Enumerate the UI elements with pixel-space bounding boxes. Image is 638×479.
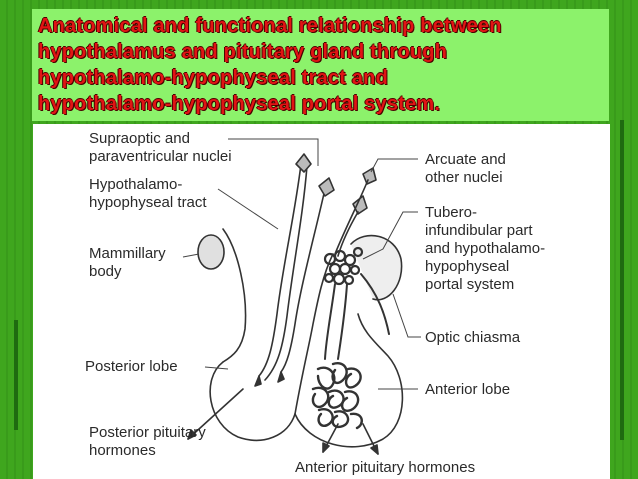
hypothalamo-hypophyseal-fiber-1	[258, 163, 302, 377]
label-posterior-lobe: Posterior lobe	[85, 358, 178, 375]
tuberoinfundibular-axon-1	[334, 179, 369, 255]
slide-title-line-1: Anatomical and functional relationship b…	[38, 15, 502, 37]
slide-title-line-3: hypothalamo-hypophyseal tract and	[38, 67, 388, 89]
right-decor-bar	[620, 120, 624, 440]
label-mammillary-line2: body	[89, 263, 122, 280]
neuron-arcuate-2	[362, 167, 377, 185]
label-tubero-line3: and hypothalamo-	[425, 240, 545, 257]
portal-vessel-1	[324, 283, 336, 360]
label-supraoptic-line2: paraventricular nuclei	[89, 148, 232, 165]
mammillary-body	[197, 234, 225, 270]
left-decor-bar	[14, 320, 18, 430]
label-supraoptic-line1: Supraoptic and	[89, 130, 190, 147]
leader-posterior-lobe	[204, 366, 229, 370]
portal-vessel-artery	[360, 273, 390, 335]
title-box: Anatomical and functional relationship b…	[32, 9, 609, 121]
label-tract-line2: hypophyseal tract	[89, 194, 207, 211]
leader-tract	[217, 188, 279, 230]
leader-mammillary	[182, 253, 200, 258]
optic-chiasma-shape	[350, 234, 403, 301]
neuron-supraoptic	[295, 153, 312, 173]
posterior-lobe-outline	[209, 361, 296, 442]
leader-tubero	[362, 211, 418, 260]
label-posterior-hormones-line2: hormones	[89, 442, 156, 459]
hypothalamo-hypophyseal-fiber-2	[264, 165, 308, 381]
slide-title-line-4: hypothalamo-hypophyseal portal system.	[38, 93, 441, 115]
neuron-paraventricular	[318, 177, 335, 197]
leader-optic	[392, 293, 421, 338]
label-posterior-hormones-line1: Posterior pituitary	[89, 424, 206, 441]
label-mammillary-line1: Mammillary	[89, 245, 166, 262]
stalk-left-contour	[222, 228, 247, 363]
label-tract-line1: Hypothalamo-	[89, 176, 182, 193]
nerve-terminal-2	[277, 371, 285, 383]
posterior-hormones-arrowhead	[187, 429, 197, 440]
label-arcuate-line1: Arcuate and	[425, 151, 506, 168]
label-optic-chiasma: Optic chiasma	[425, 329, 521, 346]
portal-vessel-2	[337, 283, 348, 360]
primary-capillary-plexus	[323, 246, 364, 286]
pituitary-diagram: Supraoptic and paraventricular nuclei Hy…	[33, 124, 610, 479]
posterior-hormones-arrow	[187, 388, 244, 440]
leader-supraoptic	[228, 138, 319, 166]
label-tubero-line4: hypophyseal	[425, 258, 509, 275]
diagram-drawing: Supraoptic and paraventricular nuclei Hy…	[85, 130, 545, 476]
label-tubero-line5: portal system	[425, 276, 514, 293]
leader-arcuate	[370, 158, 418, 173]
anterior-hormones-arrowhead-2	[370, 444, 379, 455]
label-arcuate-line2: other nuclei	[425, 169, 503, 186]
anterior-hormones-arrowhead	[322, 442, 330, 453]
secondary-capillary-plexus	[311, 362, 363, 430]
label-anterior-lobe: Anterior lobe	[425, 381, 510, 398]
hypothalamo-hypophyseal-fiber-3	[280, 188, 326, 373]
label-tubero-line2: infundibular part	[425, 222, 533, 239]
nerve-terminal-1	[254, 375, 262, 387]
slide-title-line-2: hypothalamus and pituitary gland through	[38, 41, 448, 63]
label-anterior-hormones: Anterior pituitary hormones	[295, 459, 475, 476]
label-tubero-line1: Tubero-	[425, 204, 477, 221]
stalk-right-contour	[294, 253, 334, 415]
